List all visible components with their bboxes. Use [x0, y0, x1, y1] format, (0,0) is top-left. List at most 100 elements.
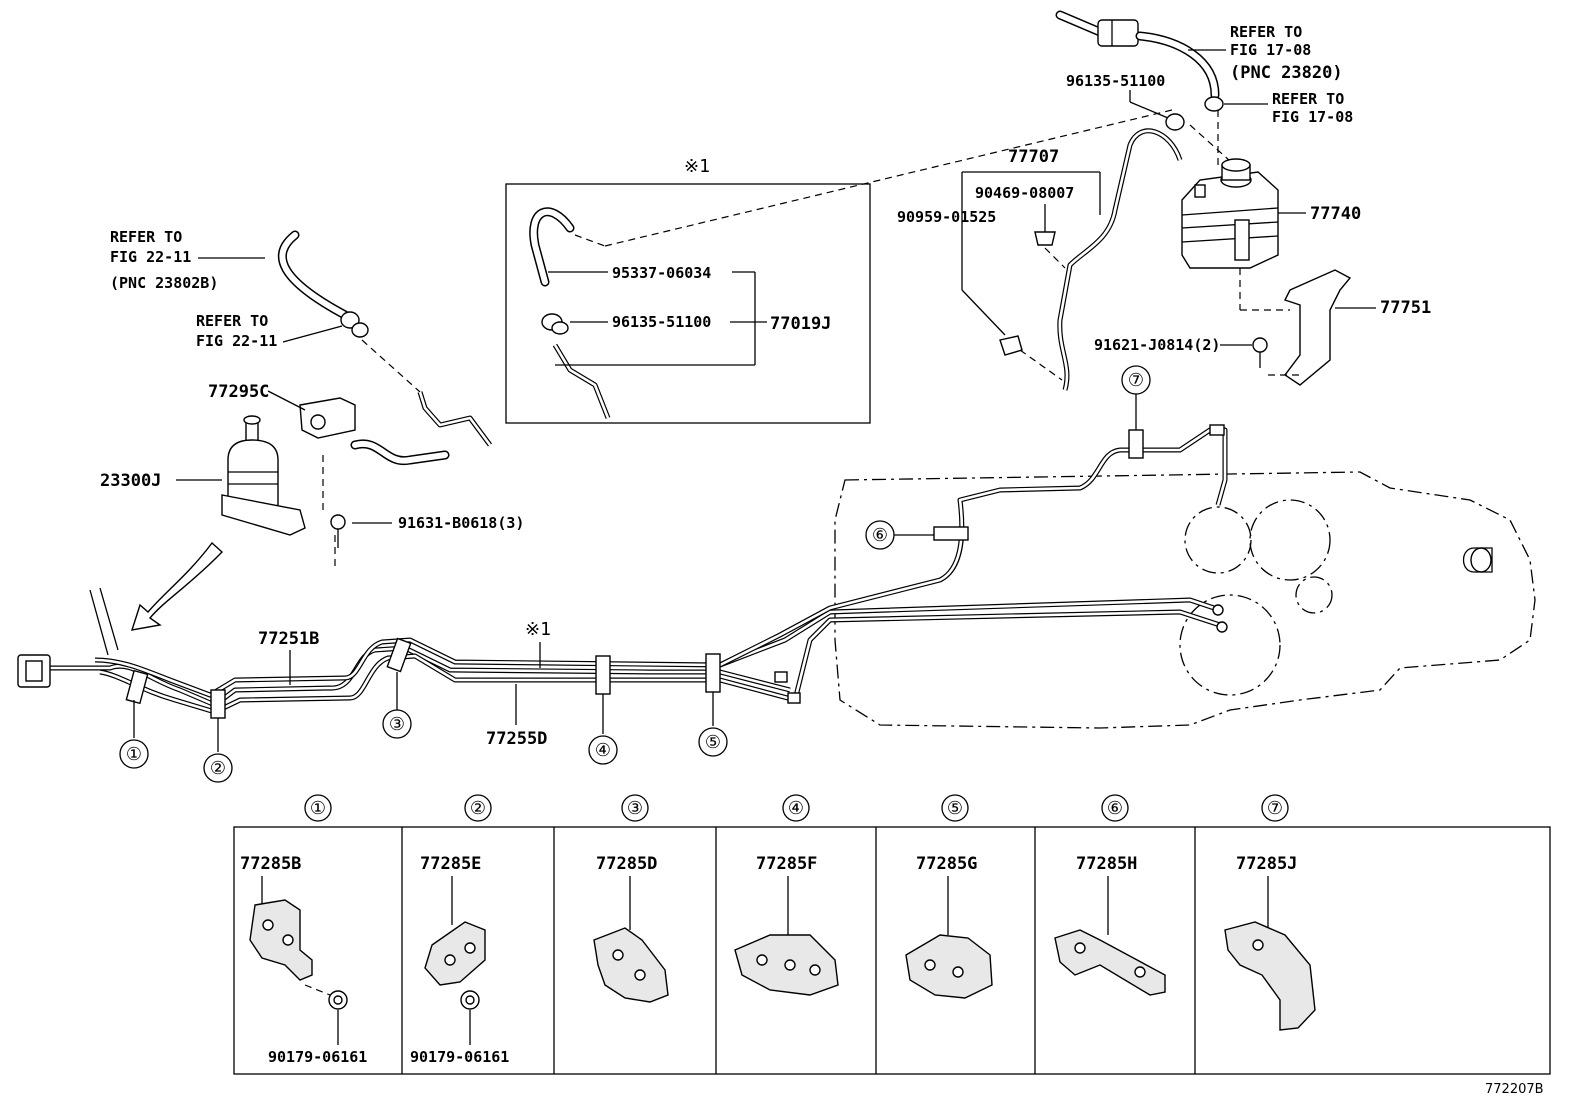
- clamp-sub-label: 90179-06161: [268, 1048, 367, 1066]
- star1-box-label: ※1: [684, 156, 710, 177]
- clamp-96135-box: [541, 313, 569, 335]
- part-96135-box-label: 96135-51100: [612, 313, 711, 331]
- part-77251b-label: 77251B: [258, 629, 319, 649]
- clamp-7-block: [1128, 429, 1144, 459]
- hose-segment: [417, 391, 493, 447]
- hose-95337: [529, 207, 575, 287]
- tube-box: [552, 343, 611, 419]
- svg-text:⑥: ⑥: [872, 525, 888, 546]
- part-77295c-label: 77295C: [208, 382, 269, 402]
- clamp-part-label: 77285E: [420, 854, 481, 874]
- svg-text:④: ④: [595, 740, 611, 761]
- callout-3: ③: [382, 672, 412, 739]
- callout-6: ⑥: [865, 520, 934, 550]
- clamp-77285j: [1224, 921, 1316, 1031]
- clamp-part-label: 77285H: [1076, 854, 1137, 874]
- callout-4: ④: [588, 694, 618, 765]
- fuel-pipe-bundle: [40, 427, 1228, 715]
- part-91631-label: 91631-B0618(3): [398, 514, 524, 532]
- hose-fig-17-08: [1055, 10, 1224, 112]
- pipe-end: [774, 671, 788, 683]
- clamp-77285d: [593, 927, 669, 1003]
- pipe-end-fitting: [17, 654, 51, 688]
- clamp-96135-top: [1165, 113, 1185, 131]
- callout-5: ⑤: [698, 692, 728, 757]
- part-23300j-label: 23300J: [100, 471, 161, 491]
- inset-box-77019j: [505, 183, 871, 424]
- refer-fig-label: FIG 22-11: [110, 248, 191, 266]
- pipe-end: [1216, 621, 1228, 633]
- pnc-23802b-label: (PNC 23802B): [110, 274, 218, 292]
- table-header-5: ⑤: [941, 794, 969, 822]
- svg-text:⑦: ⑦: [1128, 370, 1144, 391]
- callout-1: ①: [119, 700, 149, 769]
- clamp-table: [233, 826, 1551, 1075]
- bolt-91631: [330, 514, 346, 548]
- svg-text:①: ①: [310, 798, 326, 819]
- clamp-77285h: [1054, 929, 1166, 996]
- svg-text:⑦: ⑦: [1267, 798, 1283, 819]
- part-95337-label: 95337-06034: [612, 264, 711, 282]
- clamp-77285g: [905, 934, 993, 999]
- svg-text:②: ②: [470, 798, 486, 819]
- svg-text:③: ③: [389, 714, 405, 735]
- table-header-4: ④: [782, 794, 810, 822]
- clamp-77285e: [424, 921, 486, 986]
- part-96135-top-label: 96135-51100: [1066, 72, 1165, 90]
- bracket-77751: [1283, 269, 1352, 386]
- tank-port-small: [1295, 576, 1333, 614]
- hose-small: [350, 439, 450, 466]
- clamp-3-block: [386, 637, 412, 673]
- table-header-6: ⑥: [1101, 794, 1129, 822]
- refer-fig-label: FIG 17-08: [1272, 108, 1353, 126]
- part-90469-label: 90469-08007: [975, 184, 1074, 202]
- pipe-end: [787, 692, 801, 704]
- pipe-end: [1212, 604, 1224, 616]
- clamp-part-label: 77285D: [596, 854, 657, 874]
- svg-text:⑤: ⑤: [947, 798, 963, 819]
- part-77751-label: 77751: [1380, 298, 1431, 318]
- star1-pipe-label: ※1: [525, 619, 551, 640]
- part-91621-label: 91621-J0814(2): [1094, 336, 1220, 354]
- refer-fig-label: FIG 22-11: [196, 332, 277, 350]
- part-77707-label: 77707: [1008, 147, 1059, 167]
- nut-90179: [328, 990, 348, 1010]
- clamp-part-label: 77285J: [1236, 854, 1297, 874]
- clamp-1-block: [125, 669, 149, 705]
- clamp-6-block: [933, 526, 969, 541]
- part-77740-label: 77740: [1310, 204, 1361, 224]
- bolt-91621: [1252, 337, 1268, 368]
- part-90959-label: 90959-01525: [897, 208, 996, 226]
- direction-arrow-icon: [130, 541, 224, 631]
- refer-to-label: REFER TO: [1230, 23, 1302, 41]
- clamp-part-label: 77285F: [756, 854, 817, 874]
- tank-pump-circle: [1179, 594, 1281, 696]
- clamp-part-label: 77285B: [240, 854, 301, 874]
- clamp-77285f: [734, 934, 839, 996]
- table-header-2: ②: [464, 794, 492, 822]
- pnc-23820-label: (PNC 23820): [1230, 63, 1343, 83]
- canister-77740: [1181, 158, 1279, 269]
- nut-90179: [460, 990, 480, 1010]
- svg-text:⑥: ⑥: [1107, 798, 1123, 819]
- refer-to-label: REFER TO: [110, 228, 182, 246]
- svg-text:④: ④: [788, 798, 804, 819]
- refer-to-label: REFER TO: [1272, 90, 1344, 108]
- svg-text:②: ②: [210, 758, 226, 779]
- fuel-tank-outline: [834, 471, 1536, 729]
- tank-fitting: [1462, 547, 1493, 573]
- part-77019j-label: 77019J: [770, 314, 831, 334]
- refer-fig-label: FIG 17-08: [1230, 41, 1311, 59]
- hose-fig-22-11: [277, 230, 369, 338]
- svg-text:⑤: ⑤: [705, 732, 721, 753]
- hose-77707: [1057, 128, 1183, 391]
- svg-text:①: ①: [126, 744, 142, 765]
- callout-7: ⑦: [1121, 365, 1151, 430]
- table-header-7: ⑦: [1261, 794, 1289, 822]
- clamp-2-block: [210, 689, 226, 719]
- clamp-5-block: [705, 653, 721, 693]
- clip-90469: [1034, 231, 1056, 246]
- refer-to-label: REFER TO: [196, 312, 268, 330]
- clamp-77285b: [249, 899, 313, 981]
